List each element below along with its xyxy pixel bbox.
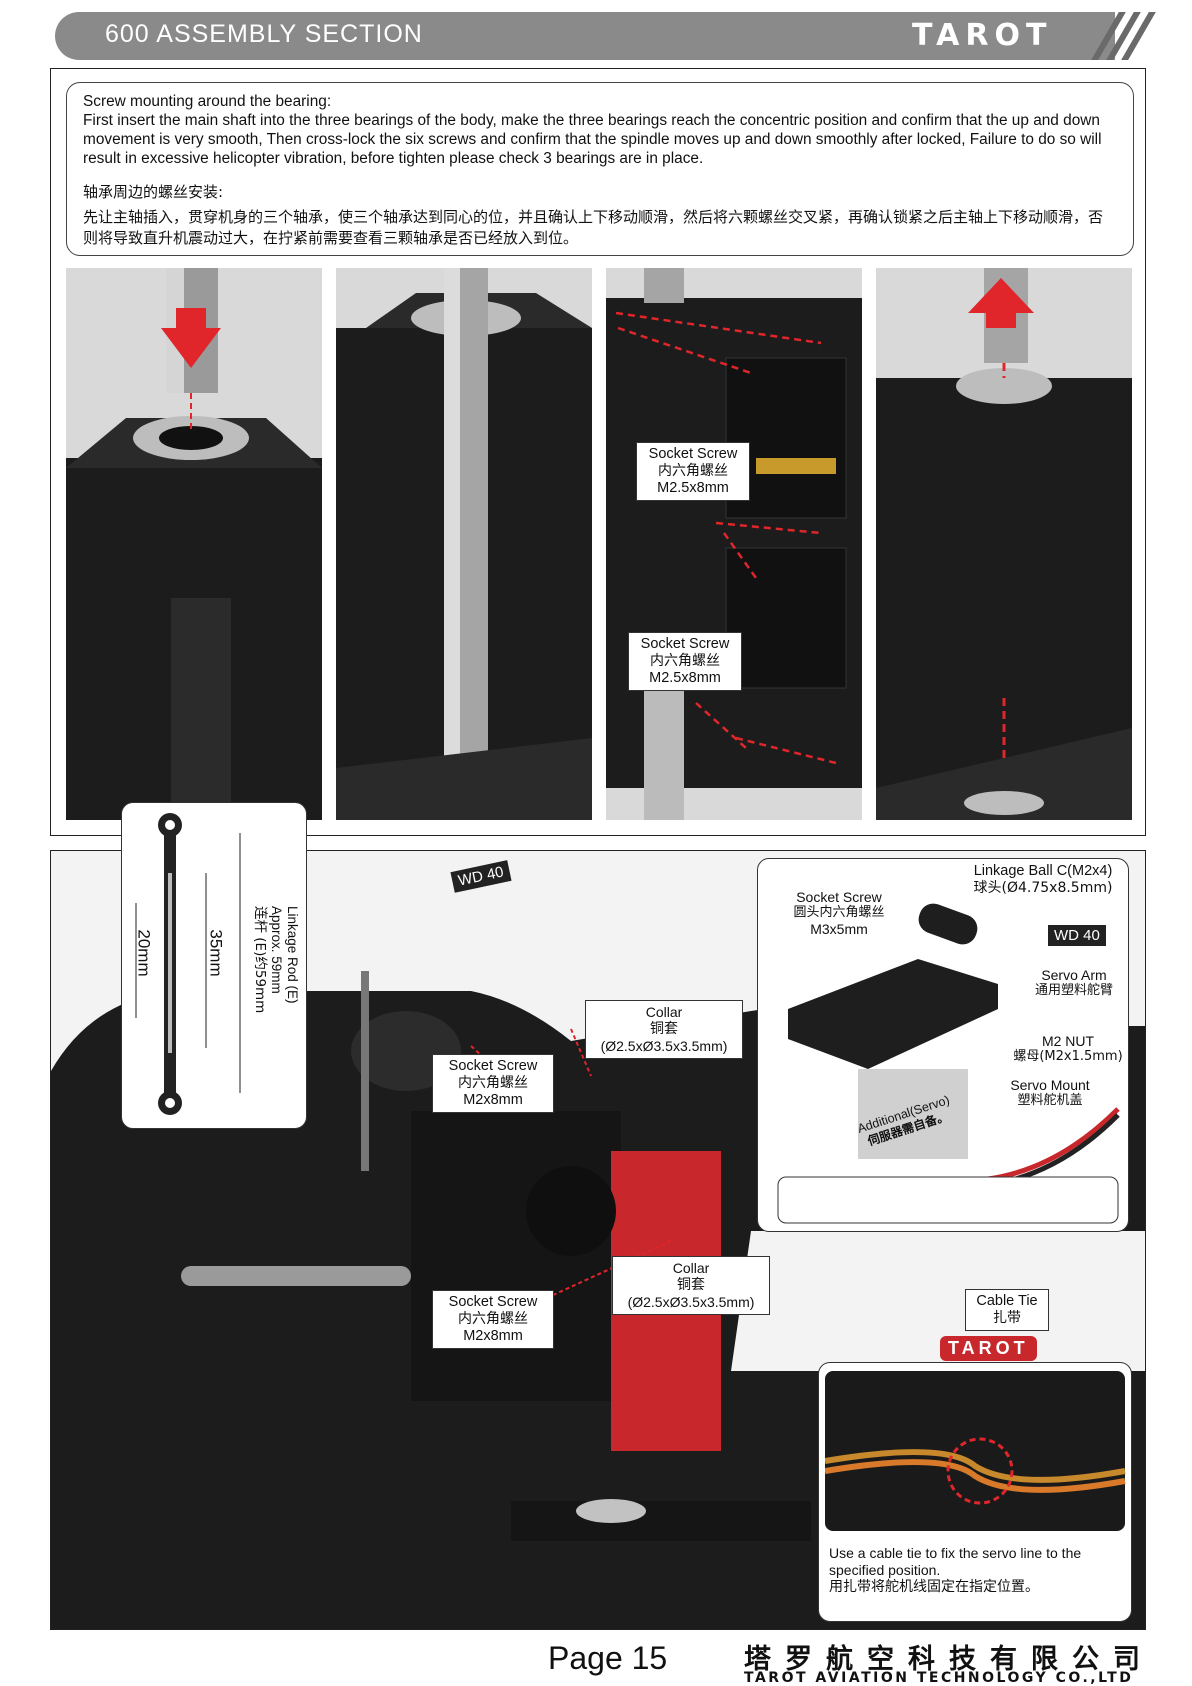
cable-tie-photo bbox=[825, 1371, 1126, 1531]
linkage-rod-diagram bbox=[135, 813, 241, 1115]
step-panel-1 bbox=[66, 268, 322, 820]
cable-note-callout: Use a cable tie to fix the servo line to… bbox=[818, 1362, 1132, 1622]
step-panel-2 bbox=[336, 268, 592, 820]
label-size: M2.5x8mm bbox=[657, 480, 729, 496]
page-number: Page 15 bbox=[548, 1640, 668, 1676]
label-size: M2x8mm bbox=[463, 1328, 523, 1344]
m2-nut-label: M2 NUT 螺母(M2x1.5mm) bbox=[1010, 1033, 1126, 1065]
company-name-zh: 塔罗航空科技有限公司 bbox=[744, 1644, 1154, 1675]
label-en: Linkage Ball C(M2x4) bbox=[973, 863, 1113, 879]
brand-logo: TAROT bbox=[912, 18, 1053, 53]
cable-note-text: Use a cable tie to fix the servo line to… bbox=[829, 1545, 1123, 1596]
socket-screw-label-top: Socket Screw 内六角螺丝 M2.5x8mm bbox=[636, 442, 750, 501]
linkage-rod-en: Linkage Rod (E) bbox=[285, 906, 300, 1004]
label-zh: 内六角螺丝 bbox=[458, 1075, 528, 1091]
label-size: (Ø2.5xØ3.5x3.5mm) bbox=[600, 1038, 728, 1054]
instruction-en-heading: Screw mounting around the bearing: bbox=[83, 93, 332, 110]
dim-20mm: 20mm bbox=[134, 929, 154, 977]
socket-screw-label-bottom: Socket Screw 内六角螺丝 M2.5x8mm bbox=[628, 632, 742, 691]
socket-screw-label-lower-bottom: Socket Screw 内六角螺丝 M2x8mm bbox=[432, 1290, 554, 1349]
label-zh: 铜套 bbox=[650, 1021, 678, 1037]
label-zh: 圆头内六角螺丝 bbox=[793, 905, 885, 920]
label-en: Collar bbox=[672, 1260, 710, 1276]
step-4-illustration bbox=[876, 268, 1132, 820]
servo-socket-screw-label: Socket Screw 圆头内六角螺丝 M3x5mm bbox=[776, 889, 902, 937]
step-1-illustration bbox=[66, 268, 322, 820]
servo-mount-label: Servo Mount 塑料舵机盖 bbox=[998, 1077, 1102, 1109]
label-zh: 通用塑料舵臂 bbox=[1034, 983, 1113, 998]
collar-label-bottom: Collar 铜套 (Ø2.5xØ3.5x3.5mm) bbox=[612, 1256, 770, 1315]
header-bar bbox=[55, 12, 1115, 60]
instruction-en-body: First insert the main shaft into the thr… bbox=[83, 112, 1102, 167]
label-size: M3x5mm bbox=[810, 921, 868, 937]
down-arrow-icon bbox=[161, 308, 221, 368]
linkage-rod-callout: 20mm 35mm bbox=[121, 802, 307, 1129]
linkage-rod-approx: Approx. 59mm bbox=[269, 906, 284, 994]
linkage-ball-label: Linkage Ball C(M2x4) 球头(Ø4.75x8.5mm) bbox=[958, 863, 1128, 897]
step-panel-4 bbox=[876, 268, 1132, 820]
label-size: (Ø2.5xØ3.5x3.5mm) bbox=[627, 1294, 755, 1310]
step-2-illustration bbox=[336, 268, 592, 820]
label-zh: 塑料舵机盖 bbox=[1017, 1093, 1083, 1108]
up-arrow-icon bbox=[968, 278, 1034, 328]
label-en: Collar bbox=[645, 1004, 683, 1020]
label-en: Cable Tie bbox=[976, 1293, 1038, 1309]
cable-note-en: Use a cable tie to fix the servo line to… bbox=[829, 1545, 1082, 1578]
dim-35mm: 35mm bbox=[206, 929, 226, 977]
label-zh: 螺母(M2x1.5mm) bbox=[1013, 1049, 1123, 1064]
linkage-rod-zh: 连杆 (E)约59mm bbox=[252, 906, 268, 1014]
label-zh: 铜套 bbox=[677, 1277, 705, 1293]
servo-detail-callout: Linkage Ball C(M2x4) 球头(Ø4.75x8.5mm) Soc… bbox=[757, 858, 1129, 1232]
label-en: Socket Screw bbox=[640, 636, 730, 652]
collar-label-top: Collar 铜套 (Ø2.5xØ3.5x3.5mm) bbox=[585, 1000, 743, 1059]
top-frame bbox=[50, 68, 1146, 836]
cable-note-zh: 用扎带将舵机线固定在指定位置。 bbox=[829, 1579, 1039, 1595]
instruction-zh-body: 先让主轴插入，贯穿机身的三个轴承，使三个轴承达到同心的位，并且确认上下移动顺滑，… bbox=[83, 208, 1104, 247]
section-title: 600 ASSEMBLY SECTION bbox=[105, 20, 423, 48]
frame-brand-plate: TAROT bbox=[940, 1336, 1037, 1361]
linkage-rod-label: Linkage Rod (E) Approx. 59mm 连杆 (E)约59mm bbox=[252, 906, 300, 1013]
label-en: Servo Arm bbox=[1041, 967, 1107, 983]
step-panel-3: Socket Screw 内六角螺丝 M2.5x8mm Socket Screw… bbox=[606, 268, 862, 820]
socket-screw-label-lower-top: Socket Screw 内六角螺丝 M2x8mm bbox=[432, 1054, 554, 1113]
label-en: Socket Screw bbox=[448, 1058, 538, 1074]
cable-tie-label: Cable Tie 扎带 bbox=[965, 1289, 1049, 1331]
servo-bracket bbox=[411, 1111, 621, 1401]
label-zh: 扎带 bbox=[993, 1310, 1021, 1326]
label-zh: 内六角螺丝 bbox=[458, 1311, 528, 1327]
label-en: Servo Mount bbox=[1010, 1077, 1090, 1093]
wd40-tag-ball: WD 40 bbox=[1048, 925, 1106, 946]
step-3-illustration bbox=[606, 268, 862, 820]
label-size: M2.5x8mm bbox=[649, 670, 721, 686]
label-en: Socket Screw bbox=[448, 1294, 538, 1310]
company-name-en: TAROT AVIATION TECHNOLOGY CO.,LTD bbox=[744, 1670, 1134, 1686]
label-zh: 内六角螺丝 bbox=[658, 463, 728, 479]
servo-arm-label: Servo Arm 通用塑料舵臂 bbox=[1026, 967, 1122, 999]
label-size: M2x8mm bbox=[463, 1092, 523, 1108]
label-en: M2 NUT bbox=[1041, 1033, 1095, 1049]
instruction-zh-heading: 轴承周边的螺丝安装: bbox=[83, 183, 224, 201]
label-en: Socket Screw bbox=[796, 889, 882, 905]
instruction-box: Screw mounting around the bearing: First… bbox=[66, 82, 1134, 256]
label-zh: 内六角螺丝 bbox=[650, 653, 720, 669]
label-en: Socket Screw bbox=[648, 446, 738, 462]
servo-mount-diagram bbox=[777, 903, 1120, 1224]
label-zh: 球头(Ø4.75x8.5mm) bbox=[973, 880, 1113, 896]
